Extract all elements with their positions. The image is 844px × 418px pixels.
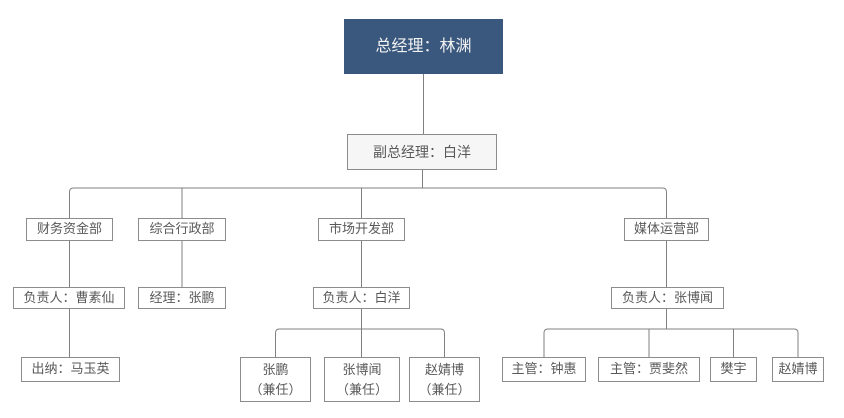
node-market-member-1[interactable]: 张鹏 （兼任） bbox=[240, 357, 311, 402]
node-dept-admin[interactable]: 综合行政部 bbox=[138, 218, 226, 241]
node-deputy-general-manager[interactable]: 副总经理：白洋 bbox=[347, 134, 497, 170]
node-general-manager[interactable]: 总经理：林渊 bbox=[344, 19, 503, 74]
node-cashier[interactable]: 出纳：马玉英 bbox=[21, 357, 120, 382]
connector-media-bus bbox=[543, 328, 799, 357]
node-label: 樊宇 bbox=[720, 361, 747, 377]
node-note: （兼任） bbox=[249, 381, 302, 397]
node-label: 市场开发部 bbox=[328, 221, 394, 237]
connector-market-bus bbox=[275, 328, 445, 357]
node-label: 主管：贾斐然 bbox=[609, 361, 688, 377]
node-label: 总经理：林渊 bbox=[375, 37, 472, 55]
node-label: 张博闻 bbox=[342, 361, 382, 377]
node-label: 综合行政部 bbox=[149, 221, 215, 237]
node-dept-finance[interactable]: 财务资金部 bbox=[26, 218, 113, 241]
node-media-supervisor-1[interactable]: 主管：钟惠 bbox=[502, 357, 586, 382]
node-label: 主管：钟惠 bbox=[511, 361, 577, 377]
node-media-member-1[interactable]: 樊宇 bbox=[710, 357, 757, 382]
node-label: 出纳：马玉英 bbox=[31, 361, 110, 377]
node-note: （兼任） bbox=[418, 381, 471, 397]
node-dept-market[interactable]: 市场开发部 bbox=[318, 218, 405, 241]
node-market-lead[interactable]: 负责人：白洋 bbox=[313, 287, 410, 309]
connector-level3-bus bbox=[69, 187, 667, 218]
node-market-member-2[interactable]: 张博闻 （兼任） bbox=[324, 357, 400, 402]
node-media-member-2[interactable]: 赵婧博 bbox=[772, 357, 824, 382]
node-note: （兼任） bbox=[335, 381, 388, 397]
node-market-member-3[interactable]: 赵婧博 （兼任） bbox=[409, 357, 480, 402]
node-finance-lead[interactable]: 负责人：曹素仙 bbox=[13, 287, 125, 309]
node-label: 赵婧博 bbox=[778, 361, 818, 377]
node-label: 经理：张鹏 bbox=[149, 289, 215, 305]
node-label: 赵婧博 bbox=[424, 361, 464, 377]
node-label: 财务资金部 bbox=[36, 221, 102, 237]
node-label: 负责人：白洋 bbox=[322, 289, 401, 305]
node-label: 媒体运营部 bbox=[633, 221, 699, 237]
node-admin-manager[interactable]: 经理：张鹏 bbox=[138, 287, 226, 309]
node-label: 副总经理：白洋 bbox=[373, 143, 471, 160]
node-dept-media[interactable]: 媒体运营部 bbox=[624, 218, 709, 241]
node-label: 张鹏 bbox=[262, 361, 289, 377]
node-media-lead[interactable]: 负责人：张博闻 bbox=[611, 287, 724, 309]
node-media-supervisor-2[interactable]: 主管：贾斐然 bbox=[598, 357, 700, 382]
node-label: 负责人：曹素仙 bbox=[23, 289, 115, 305]
node-label: 负责人：张博闻 bbox=[621, 289, 713, 305]
